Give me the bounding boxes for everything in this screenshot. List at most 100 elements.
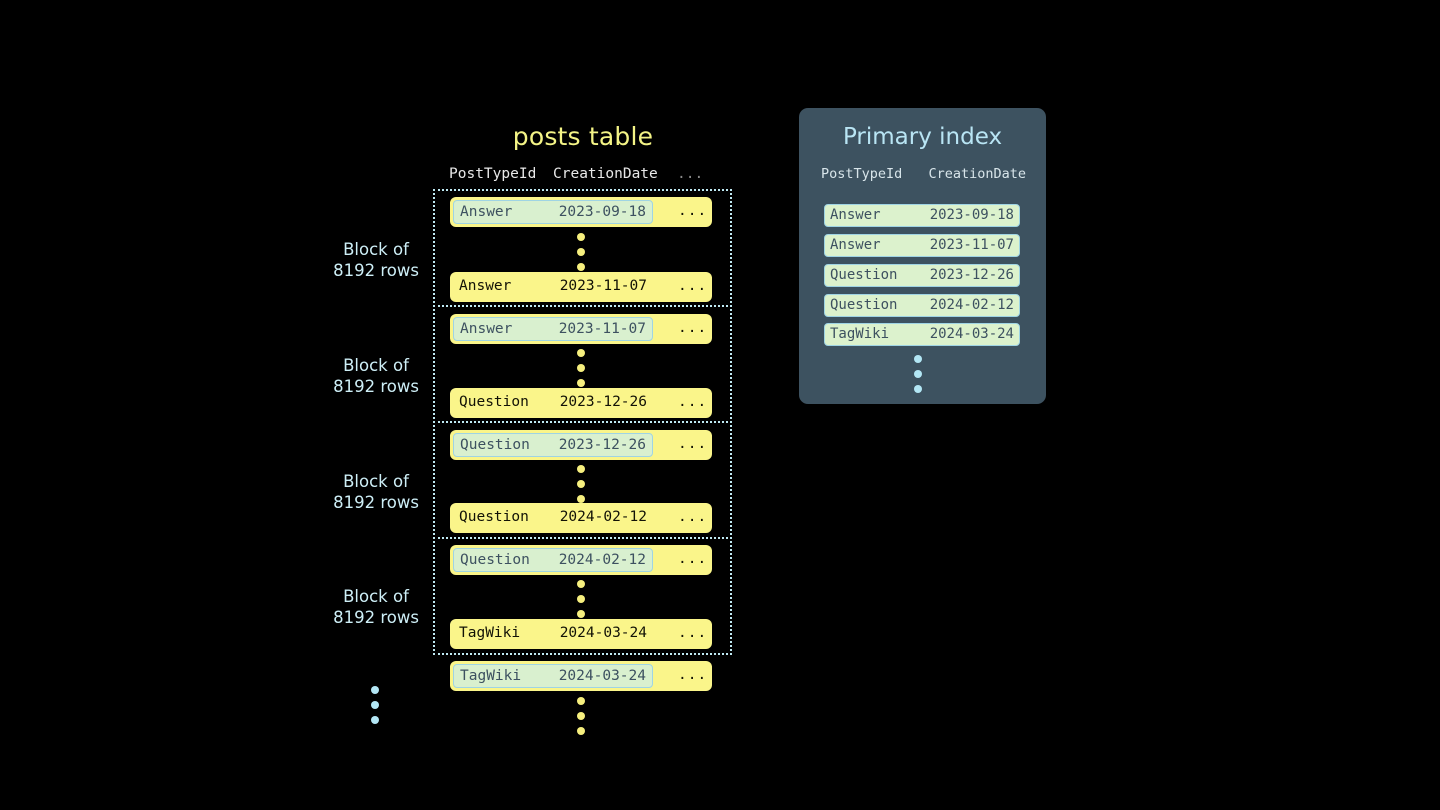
dot — [371, 716, 379, 724]
dot — [577, 480, 585, 488]
row-cells: Answer 2023-09-18 — [453, 200, 653, 224]
cell-posttypeid: Answer — [460, 204, 513, 220]
cell-posttypeid: Question — [830, 297, 898, 313]
dot — [577, 697, 585, 705]
vertical-ellipsis-dots — [577, 465, 586, 510]
dot — [914, 385, 922, 393]
cell-creationdate: 2023-11-07 — [558, 321, 646, 337]
index-row[interactable]: Question 2023-12-26 — [824, 264, 1020, 287]
cell-ellipsis: ... — [678, 394, 708, 410]
column-header-posttypeid: PostTypeId — [449, 166, 537, 182]
index-continuation-dots — [914, 355, 923, 400]
table-row[interactable]: Answer 2023-11-07 ... — [450, 272, 712, 302]
cell-posttypeid: Question — [459, 509, 529, 525]
row-cells: TagWiki 2024-03-24 — [453, 622, 653, 646]
cell-posttypeid: TagWiki — [459, 625, 521, 641]
dot — [577, 349, 585, 357]
dot — [577, 248, 585, 256]
row-cells: Question 2023-12-26 — [453, 391, 653, 415]
block-2-label-line1: Block of — [343, 356, 409, 375]
row-cells: Question 2024-02-12 — [453, 548, 653, 572]
table-row[interactable]: Answer 2023-11-07 ... — [450, 314, 712, 344]
table-row[interactable]: TagWiki 2024-03-24 ... — [450, 661, 712, 691]
cell-ellipsis: ... — [678, 509, 708, 525]
cell-ellipsis: ... — [678, 625, 708, 641]
index-row[interactable]: TagWiki 2024-03-24 — [824, 323, 1020, 346]
block-4-label-line1: Block of — [343, 587, 409, 606]
cell-posttypeid: Answer — [830, 237, 881, 253]
index-row[interactable]: Answer 2023-11-07 — [824, 234, 1020, 257]
table-row[interactable]: Question 2023-12-26 ... — [450, 388, 712, 418]
vertical-ellipsis-dots — [577, 697, 586, 742]
cell-creationdate: 2024-02-12 — [929, 297, 1014, 313]
cell-creationdate: 2024-03-24 — [559, 625, 647, 641]
dot — [577, 495, 585, 503]
cell-creationdate: 2023-12-26 — [558, 437, 646, 453]
cell-creationdate: 2024-02-12 — [558, 552, 646, 568]
table-row[interactable]: Question 2024-02-12 ... — [450, 545, 712, 575]
table-row[interactable]: TagWiki 2024-03-24 ... — [450, 619, 712, 649]
dot — [371, 686, 379, 694]
block-4-label-line2: 8192 rows — [333, 608, 419, 627]
block-3-label: Block of 8192 rows — [296, 471, 456, 513]
cell-ellipsis: ... — [678, 278, 708, 294]
cell-creationdate: 2023-12-26 — [929, 267, 1014, 283]
column-header-creationdate: CreationDate — [928, 166, 1026, 182]
primary-index-panel: Primary index PostTypeId CreationDate An… — [799, 108, 1046, 404]
dot — [577, 580, 585, 588]
cell-posttypeid: Answer — [459, 278, 512, 294]
cell-creationdate: 2023-11-07 — [929, 237, 1014, 253]
cell-posttypeid: TagWiki — [460, 668, 522, 684]
index-column-headers: PostTypeId CreationDate — [821, 166, 1026, 186]
block-1-label-line1: Block of — [343, 240, 409, 259]
block-1-label: Block of 8192 rows — [296, 239, 456, 281]
table-row[interactable]: Question 2023-12-26 ... — [450, 430, 712, 460]
cell-creationdate: 2024-02-12 — [559, 509, 647, 525]
dot — [577, 379, 585, 387]
cell-creationdate: 2023-09-18 — [558, 204, 646, 220]
cell-posttypeid: Question — [460, 437, 530, 453]
vertical-ellipsis-dots — [577, 580, 586, 625]
cell-posttypeid: Answer — [830, 207, 881, 223]
row-cells: TagWiki 2024-03-24 — [453, 664, 653, 688]
dot — [914, 355, 922, 363]
column-header-ellipsis: ... — [677, 166, 704, 182]
block-2-label-line2: 8192 rows — [333, 377, 419, 396]
dot — [577, 263, 585, 271]
column-header-creationdate: CreationDate — [553, 166, 658, 182]
table-row[interactable]: Question 2024-02-12 ... — [450, 503, 712, 533]
row-cells: Question 2024-02-12 — [453, 506, 653, 530]
block-3-label-line2: 8192 rows — [333, 493, 419, 512]
table-row[interactable]: Answer 2023-09-18 ... — [450, 197, 712, 227]
dot — [577, 727, 585, 735]
cell-ellipsis: ... — [678, 320, 708, 336]
dot — [914, 370, 922, 378]
row-cells: Answer 2023-11-07 — [453, 275, 653, 299]
cell-ellipsis: ... — [678, 436, 708, 452]
block-4 — [433, 537, 732, 655]
index-row[interactable]: Answer 2023-09-18 — [824, 204, 1020, 227]
block-2-label: Block of 8192 rows — [296, 355, 456, 397]
dot — [577, 465, 585, 473]
dot — [577, 595, 585, 603]
dot — [371, 701, 379, 709]
primary-index-title: Primary index — [842, 124, 1003, 150]
index-row[interactable]: Question 2024-02-12 — [824, 294, 1020, 317]
cell-creationdate: 2024-03-24 — [558, 668, 646, 684]
cell-posttypeid: Answer — [460, 321, 513, 337]
cell-ellipsis: ... — [678, 203, 708, 219]
cell-creationdate: 2023-09-18 — [929, 207, 1014, 223]
cell-creationdate: 2023-12-26 — [559, 394, 647, 410]
column-header-posttypeid: PostTypeId — [821, 166, 903, 182]
cell-ellipsis: ... — [678, 667, 708, 683]
cell-creationdate: 2023-11-07 — [559, 278, 647, 294]
cell-posttypeid: Question — [460, 552, 530, 568]
cell-creationdate: 2024-03-24 — [929, 326, 1014, 342]
block-4-label: Block of 8192 rows — [296, 586, 456, 628]
dot — [577, 364, 585, 372]
cell-posttypeid: Question — [830, 267, 898, 283]
posts-table-column-headers: PostTypeId CreationDate ... — [449, 166, 713, 186]
vertical-ellipsis-dots — [577, 349, 586, 394]
blocks-continuation-dots — [371, 686, 380, 731]
